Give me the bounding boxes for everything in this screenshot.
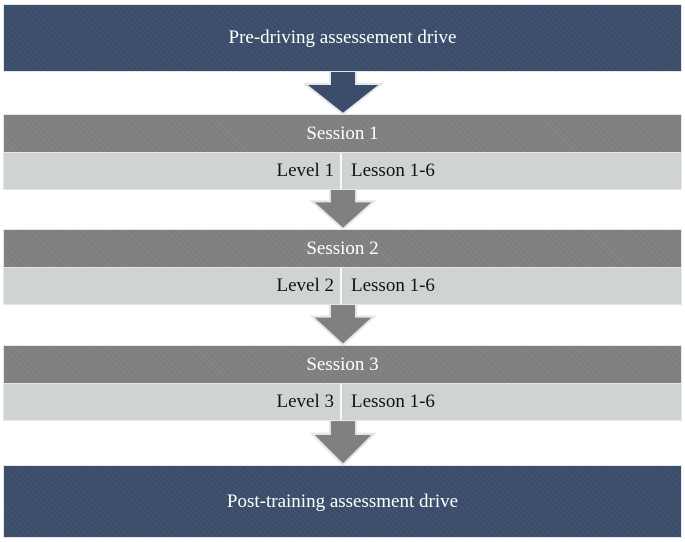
down-arrow-icon bbox=[309, 420, 376, 466]
start-node: Pre-driving assessement drive bbox=[4, 5, 681, 71]
arrow-row-2 bbox=[4, 304, 681, 346]
cell-divider bbox=[340, 153, 342, 189]
session-2-level: Level 2 bbox=[276, 275, 334, 296]
session-2-level-cell: Level 2 bbox=[4, 268, 340, 304]
session-1-lesson: Lesson 1-6 bbox=[351, 160, 435, 181]
down-arrow-icon bbox=[302, 71, 383, 115]
start-node-label: Pre-driving assessement drive bbox=[228, 27, 457, 48]
session-3-lesson: Lesson 1-6 bbox=[351, 391, 435, 412]
session-3-lesson-cell: Lesson 1-6 bbox=[342, 384, 681, 420]
session-3-level-cell: Level 3 bbox=[4, 384, 340, 420]
end-node-label: Post-training assessment drive bbox=[226, 490, 459, 512]
session-1-level-cell: Level 1 bbox=[4, 153, 340, 189]
session-3-title: Session 3 bbox=[306, 353, 379, 375]
cell-divider bbox=[340, 268, 342, 304]
down-arrow-icon bbox=[309, 189, 376, 230]
session-3-header: Session 3 bbox=[4, 346, 681, 384]
session-2-detail: Level 2 Lesson 1-6 bbox=[4, 268, 681, 304]
session-3-detail: Level 3 Lesson 1-6 bbox=[4, 384, 681, 420]
session-1-lesson-cell: Lesson 1-6 bbox=[342, 153, 681, 189]
session-1-title: Session 1 bbox=[306, 122, 379, 144]
session-3-level: Level 3 bbox=[276, 391, 334, 412]
arrow-row-3 bbox=[4, 420, 681, 466]
end-node: Post-training assessment drive bbox=[4, 466, 681, 537]
session-2-header: Session 2 bbox=[4, 230, 681, 268]
session-1-level: Level 1 bbox=[276, 160, 334, 181]
arrow-row-start bbox=[4, 71, 681, 115]
session-2-lesson: Lesson 1-6 bbox=[351, 275, 435, 296]
cell-divider bbox=[340, 384, 342, 420]
session-1-detail: Level 1 Lesson 1-6 bbox=[4, 153, 681, 189]
session-1-header: Session 1 bbox=[4, 115, 681, 153]
session-2-title: Session 2 bbox=[306, 237, 379, 259]
down-arrow-icon bbox=[309, 304, 376, 346]
session-2-lesson-cell: Lesson 1-6 bbox=[342, 268, 681, 304]
arrow-row-1 bbox=[4, 189, 681, 230]
